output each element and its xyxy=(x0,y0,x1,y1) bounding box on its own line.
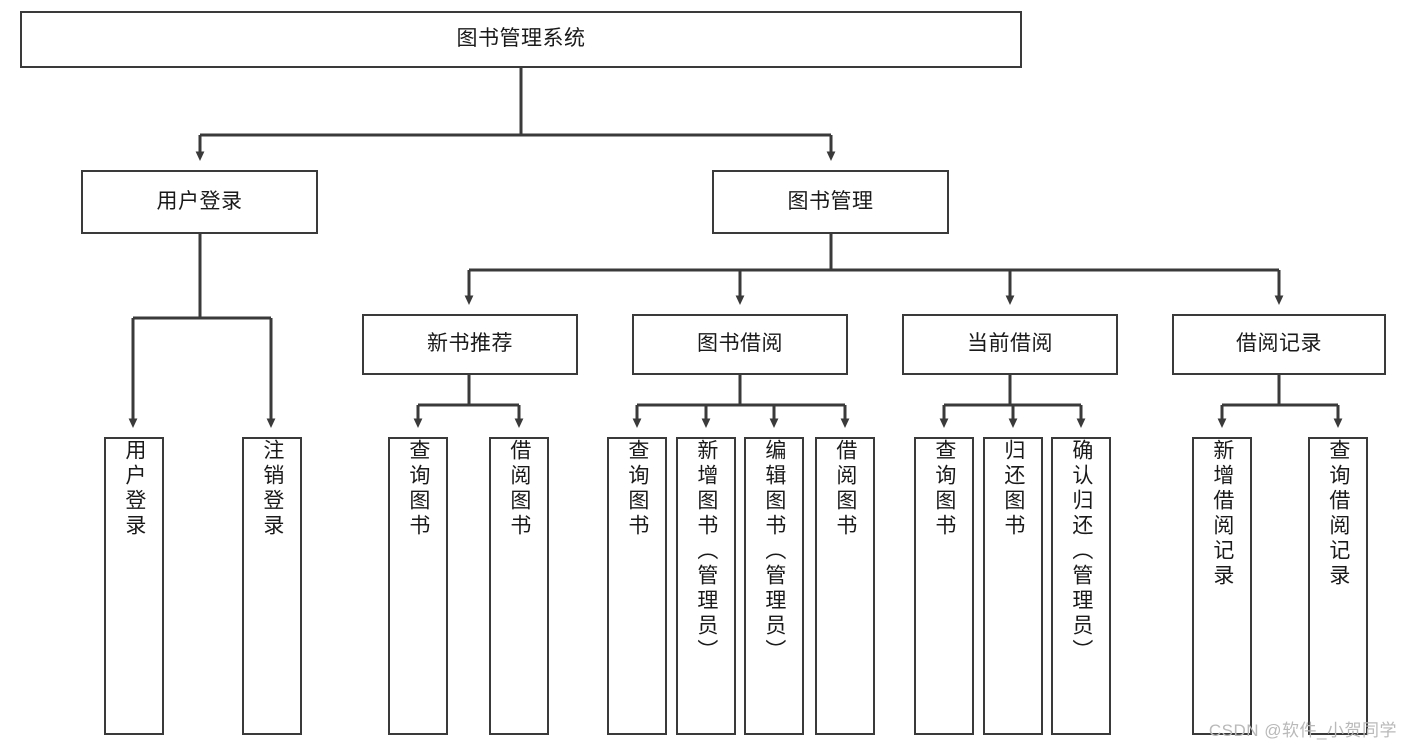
node-label: 查询图书 xyxy=(932,439,956,539)
node-label: 新增借阅记录 xyxy=(1210,439,1234,589)
node-label: 确认归还（管理员） xyxy=(1069,439,1093,664)
node-current-borrow[interactable]: 当前借阅 xyxy=(902,314,1118,375)
node-label: 借阅记录 xyxy=(1236,332,1322,356)
leaf-user-login-logout[interactable]: 注销登录 xyxy=(242,437,302,735)
node-book-management[interactable]: 图书管理 xyxy=(712,170,949,234)
node-borrow-record[interactable]: 借阅记录 xyxy=(1172,314,1386,375)
leaf-current-borrow-query-books[interactable]: 查询图书 xyxy=(914,437,974,735)
leaf-book-borrow-borrow-books[interactable]: 借阅图书 xyxy=(815,437,875,735)
node-label: 编辑图书（管理员） xyxy=(762,439,786,664)
node-label: 图书管理 xyxy=(787,189,874,213)
node-label: 查询借阅记录 xyxy=(1326,439,1350,589)
node-label: 用户登录 xyxy=(156,189,243,213)
node-label: 新增图书（管理员） xyxy=(694,439,718,664)
csdn-watermark: CSDN @软件_小贺同学 xyxy=(1208,721,1397,740)
node-label: 图书管理系统 xyxy=(456,27,586,51)
node-new-book-recommend[interactable]: 新书推荐 xyxy=(362,314,578,375)
leaf-current-borrow-return-books[interactable]: 归还图书 xyxy=(983,437,1043,735)
leaf-book-borrow-edit-book-admin[interactable]: 编辑图书（管理员） xyxy=(744,437,804,735)
node-label: 注销登录 xyxy=(260,439,284,539)
leaf-book-borrow-query-books[interactable]: 查询图书 xyxy=(607,437,667,735)
leaf-book-borrow-add-book-admin[interactable]: 新增图书（管理员） xyxy=(676,437,736,735)
node-label: 借阅图书 xyxy=(507,439,531,539)
leaf-user-login-login[interactable]: 用户登录 xyxy=(104,437,164,735)
leaf-current-borrow-confirm-return-admin[interactable]: 确认归还（管理员） xyxy=(1051,437,1111,735)
leaf-borrow-record-add-record[interactable]: 新增借阅记录 xyxy=(1192,437,1252,735)
node-label: 图书借阅 xyxy=(697,332,783,356)
node-user-login[interactable]: 用户登录 xyxy=(81,170,318,234)
node-label: 查询图书 xyxy=(625,439,649,539)
node-label: 借阅图书 xyxy=(833,439,857,539)
node-label: 归还图书 xyxy=(1001,439,1025,539)
node-root-system[interactable]: 图书管理系统 xyxy=(20,11,1022,68)
node-label: 当前借阅 xyxy=(967,332,1053,356)
node-label: 查询图书 xyxy=(406,439,430,539)
leaf-new-book-query-books[interactable]: 查询图书 xyxy=(388,437,448,735)
node-book-borrow[interactable]: 图书借阅 xyxy=(632,314,848,375)
leaf-borrow-record-query-record[interactable]: 查询借阅记录 xyxy=(1308,437,1368,735)
node-label: 用户登录 xyxy=(122,439,146,539)
leaf-new-book-borrow-books[interactable]: 借阅图书 xyxy=(489,437,549,735)
node-label: 新书推荐 xyxy=(427,332,513,356)
